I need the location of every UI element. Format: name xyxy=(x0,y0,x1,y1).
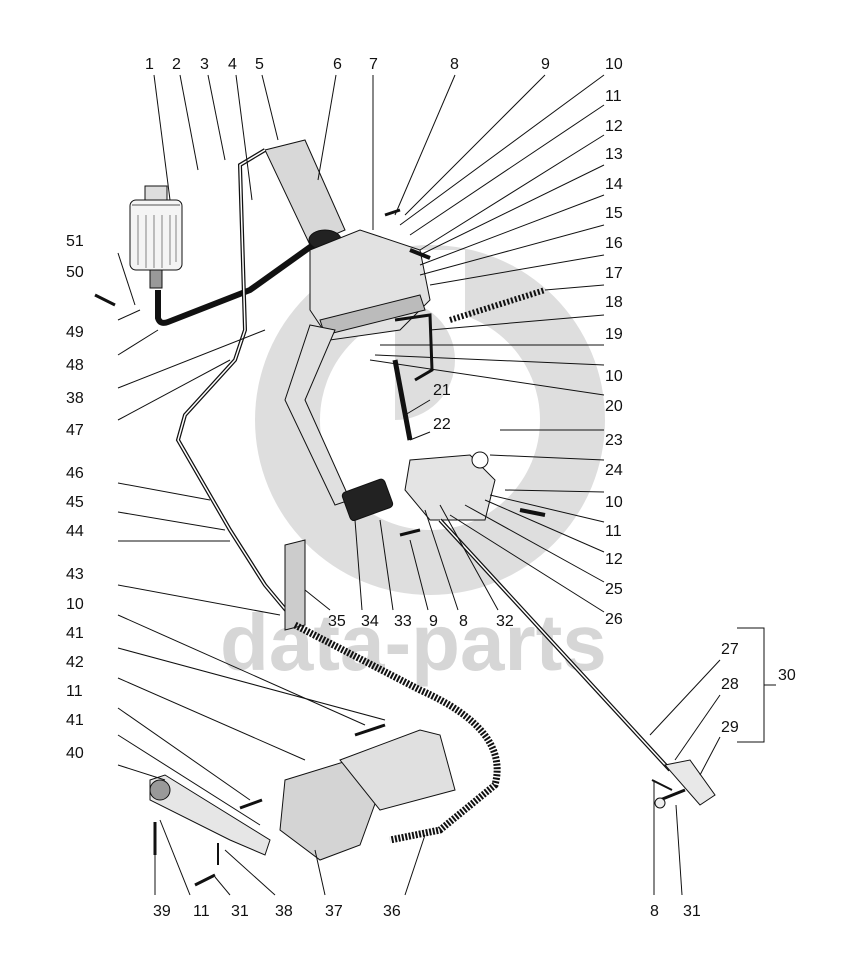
slave-cylinder xyxy=(279,729,456,861)
push-rod xyxy=(392,359,413,441)
pedal-bracket xyxy=(309,229,434,382)
callout-11c: 11 xyxy=(66,683,83,700)
callout-28: 28 xyxy=(721,676,739,693)
heat-shield xyxy=(284,539,306,631)
callout-18: 18 xyxy=(605,294,623,311)
callout-29: 29 xyxy=(721,719,739,736)
callout-38b: 38 xyxy=(275,903,293,920)
supply-hose xyxy=(155,237,322,326)
callout-32: 32 xyxy=(496,613,514,630)
callout-21: 21 xyxy=(433,382,451,399)
callout-15: 15 xyxy=(605,205,623,222)
callout-8b: 8 xyxy=(459,613,468,630)
callout-45: 45 xyxy=(66,494,84,511)
return-spring xyxy=(449,287,546,323)
callout-13: 13 xyxy=(605,146,623,163)
callout-49: 49 xyxy=(66,324,84,341)
callout-11d: 11 xyxy=(193,903,210,920)
callout-6: 6 xyxy=(333,56,342,73)
cotter-pin xyxy=(651,779,673,791)
callout-16: 16 xyxy=(605,235,623,252)
callout-42: 42 xyxy=(66,654,84,671)
callout-12b: 12 xyxy=(605,551,623,568)
callout-33: 33 xyxy=(394,613,412,630)
callout-5: 5 xyxy=(255,56,264,73)
callout-8c: 8 xyxy=(650,903,659,920)
clevis xyxy=(664,759,716,806)
callout-20: 20 xyxy=(605,398,623,415)
callout-2: 2 xyxy=(172,56,181,73)
callout-10: 10 xyxy=(605,56,623,73)
callout-9: 9 xyxy=(541,56,550,73)
callout-30: 30 xyxy=(778,667,796,684)
callout-26: 26 xyxy=(605,611,623,628)
fasteners xyxy=(94,208,546,887)
flexible-hose xyxy=(293,621,501,844)
callout-48: 48 xyxy=(66,357,84,374)
callout-12: 12 xyxy=(605,118,623,135)
callout-31b: 31 xyxy=(683,903,701,920)
callout-47: 47 xyxy=(66,422,84,439)
callout-46: 46 xyxy=(66,465,84,482)
clevis-pin xyxy=(654,788,686,809)
tie-rod-inner xyxy=(439,519,671,771)
callout-27: 27 xyxy=(721,641,739,658)
callout-8: 8 xyxy=(450,56,459,73)
callout-39: 39 xyxy=(153,903,171,920)
callout-36: 36 xyxy=(383,903,401,920)
callout-38: 38 xyxy=(66,390,84,407)
callout-11b: 11 xyxy=(605,523,622,540)
callout-24: 24 xyxy=(605,462,623,479)
master-cylinder xyxy=(264,139,346,251)
link-bracket xyxy=(404,451,496,521)
callout-10b: 10 xyxy=(605,368,623,385)
watermark-text: data-parts xyxy=(220,598,607,687)
callout-19: 19 xyxy=(605,326,623,343)
callout-14: 14 xyxy=(605,176,623,193)
clutch-pedal xyxy=(284,324,394,521)
fluid-reservoir xyxy=(129,185,183,289)
callout-22: 22 xyxy=(433,416,451,433)
callout-11: 11 xyxy=(605,88,622,105)
callout-35: 35 xyxy=(328,613,346,630)
callout-4: 4 xyxy=(228,56,237,73)
callout-40: 40 xyxy=(66,745,84,762)
callout-37: 37 xyxy=(325,903,343,920)
callout-3: 3 xyxy=(200,56,209,73)
callout-9b: 9 xyxy=(429,613,438,630)
callout-50: 50 xyxy=(66,264,84,281)
callout-44: 44 xyxy=(66,523,84,540)
callout-7: 7 xyxy=(369,56,378,73)
callout-25: 25 xyxy=(605,581,623,598)
callout-41b: 41 xyxy=(66,712,84,729)
callout-17: 17 xyxy=(605,265,623,282)
callout-1: 1 xyxy=(145,56,154,73)
callout-51: 51 xyxy=(66,233,84,250)
callout-23: 23 xyxy=(605,432,623,449)
callout-34: 34 xyxy=(361,613,379,630)
callout-10c: 10 xyxy=(605,494,623,511)
callout-10d: 10 xyxy=(66,596,84,613)
callout-31: 31 xyxy=(231,903,249,920)
callout-43: 43 xyxy=(66,566,84,583)
leader-lines xyxy=(117,74,776,896)
callout-41: 41 xyxy=(66,625,84,642)
release-lever xyxy=(149,774,271,856)
